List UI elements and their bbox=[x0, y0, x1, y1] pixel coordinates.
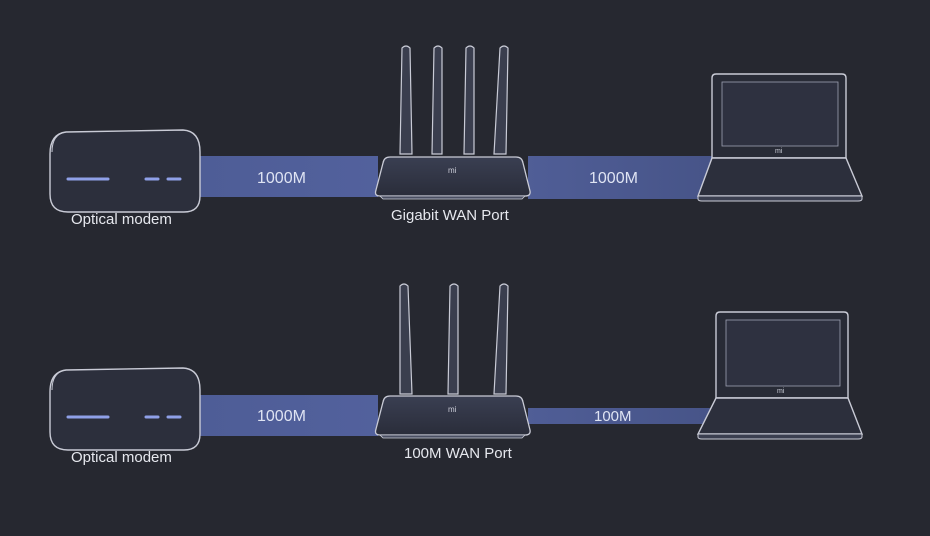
row1-left-speed-label: 1000M bbox=[257, 170, 306, 187]
row1-router-body bbox=[374, 156, 531, 200]
row2-laptop-logo: mi bbox=[777, 388, 785, 395]
row1-modem-label: Optical modem bbox=[71, 211, 172, 228]
row2-laptop-icon bbox=[696, 311, 864, 440]
row1-router-antennas bbox=[399, 45, 509, 155]
row1-modem-icon bbox=[49, 129, 201, 213]
row2-right-link-band bbox=[528, 408, 712, 424]
row1-right-link-band bbox=[528, 156, 712, 199]
row1-left-link-band bbox=[190, 156, 378, 197]
row2-router-antennas bbox=[399, 283, 509, 395]
row1-laptop-logo: mi bbox=[775, 148, 783, 155]
row2-left-link-band bbox=[190, 395, 378, 436]
row1-router-label: Gigabit WAN Port bbox=[391, 207, 509, 224]
row2-router-label: 100M WAN Port bbox=[404, 445, 512, 462]
row2-modem-label: Optical modem bbox=[71, 449, 172, 466]
row2-modem-icon bbox=[49, 367, 201, 451]
row2-right-speed-label: 100M bbox=[594, 408, 632, 425]
row2-left-speed-label: 1000M bbox=[257, 408, 306, 425]
row2-router-body bbox=[374, 395, 531, 439]
row1-right-speed-label: 1000M bbox=[589, 170, 638, 187]
row1-router-logo: mi bbox=[448, 166, 457, 175]
row2-router-logo: mi bbox=[448, 405, 457, 414]
row1-laptop-icon bbox=[696, 73, 864, 202]
